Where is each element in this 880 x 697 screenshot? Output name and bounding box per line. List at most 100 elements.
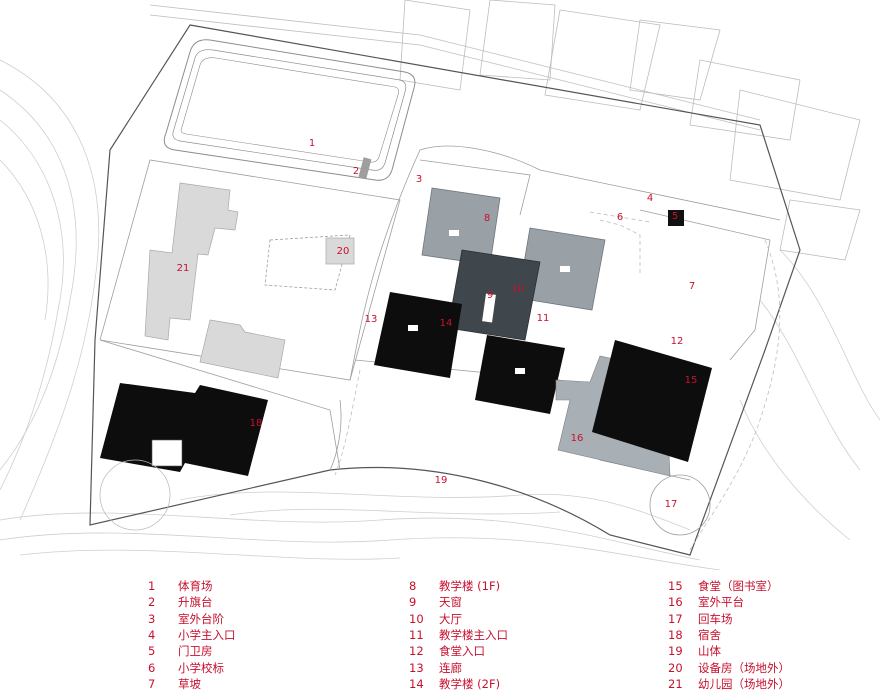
legend-item-17: 17 回车场 [668, 611, 733, 627]
gatehouse [668, 210, 684, 226]
legend-item-8: 8 教学楼 (1F) [409, 578, 500, 594]
equipment-room [325, 237, 355, 265]
dashed-paths [334, 211, 781, 551]
legend-item-20: 20 设备房（场地外） [668, 660, 790, 676]
legend-item-3: 3 室外台阶 [148, 611, 224, 627]
kindergarten-annex [199, 319, 286, 379]
legend-item-21: 21 幼儿园（场地外） [668, 676, 790, 692]
legend-item-7: 7 草坡 [148, 676, 201, 692]
legend-number: 2 [148, 595, 156, 610]
plan-label-13: 13 [365, 314, 378, 325]
legend-text: 食堂入口 [439, 644, 485, 659]
legend-item-13: 13 连廊 [409, 660, 462, 676]
legend-number: 13 [409, 660, 424, 675]
legend-item-9: 9 天窗 [409, 594, 462, 610]
plan-label-11: 11 [537, 313, 550, 324]
plan-label-15: 15 [685, 375, 698, 386]
legend-number: 16 [668, 595, 683, 610]
legend-text: 设备房（场地外） [698, 660, 790, 675]
legend-number: 11 [409, 627, 424, 642]
plan-label-19: 19 [435, 475, 448, 486]
plan-label-14: 14 [440, 318, 453, 329]
legend-text: 室外平台 [698, 595, 744, 610]
flag-platform [358, 157, 372, 179]
legend-item-11: 11 教学楼主入口 [409, 627, 508, 643]
legend-text: 教学楼主入口 [439, 627, 508, 642]
skylight [482, 293, 496, 323]
legend-number: 19 [668, 644, 683, 659]
legend-item-16: 16 室外平台 [668, 594, 744, 610]
teaching-building-2f-west [374, 292, 462, 378]
legend-number: 21 [668, 676, 683, 691]
teaching-building-2f-south [475, 335, 565, 414]
plan-label-10: 10 [512, 284, 525, 295]
legend-number: 10 [409, 611, 424, 626]
legend-item-10: 10 大厅 [409, 611, 462, 627]
plan-label-2: 2 [353, 166, 359, 177]
legend-number: 14 [409, 676, 424, 691]
legend-text: 大厅 [439, 611, 462, 626]
legend-number: 15 [668, 579, 683, 593]
legend-item-19: 19 山体 [668, 643, 721, 659]
legend-text: 山体 [698, 644, 721, 659]
plan-label-8: 8 [484, 213, 490, 224]
plan-label-20: 20 [337, 246, 350, 257]
kindergarten-building [144, 182, 239, 341]
plan-label-21: 21 [177, 263, 190, 274]
plan-label-3: 3 [416, 174, 422, 185]
plan-label-18: 18 [250, 418, 263, 429]
plan-label-9: 9 [487, 290, 493, 301]
plan-label-1: 1 [309, 138, 315, 149]
window-marks [408, 230, 570, 374]
legend-number: 12 [409, 644, 424, 659]
legend-text: 门卫房 [178, 644, 213, 659]
running-track [163, 39, 416, 181]
legend-text: 小学主入口 [178, 627, 236, 642]
legend-number: 5 [148, 644, 156, 659]
legend-text: 连廊 [439, 660, 462, 675]
plan-label-4: 4 [647, 193, 653, 204]
plan-label-6: 6 [617, 212, 623, 223]
plan-label-12: 12 [671, 336, 684, 347]
legend-text: 宿舍 [698, 627, 721, 642]
legend-number: 20 [668, 660, 683, 675]
contour-lines [0, 59, 880, 570]
legend-item-18: 18 宿舍 [668, 627, 721, 643]
dormitory-court [151, 439, 183, 467]
turnaround [649, 474, 711, 536]
legend-text: 天窗 [439, 595, 462, 610]
legend-text: 回车场 [698, 611, 733, 626]
legend-text: 升旗台 [178, 595, 213, 610]
dorm-plaza [99, 459, 171, 531]
legend-number: 17 [668, 611, 683, 626]
plan-label-17: 17 [665, 499, 678, 510]
legend-item-1: 1 体育场 [148, 578, 213, 594]
legend-number: 7 [148, 676, 156, 691]
legend-item-2: 2 升旗台 [148, 594, 213, 610]
legend-text: 教学楼 (2F) [439, 676, 501, 691]
legend-number: 3 [148, 611, 156, 626]
legend-item-12: 12 食堂入口 [409, 643, 485, 659]
legend-number: 1 [148, 579, 156, 593]
legend-item-5: 5 门卫房 [148, 643, 213, 659]
plan-label-16: 16 [571, 433, 584, 444]
canteen [592, 340, 712, 462]
legend-number: 18 [668, 627, 683, 642]
legend-text: 小学校标 [178, 660, 224, 675]
legend-number: 9 [409, 595, 417, 610]
legend-number: 8 [409, 579, 417, 593]
surrounding-buildings [149, 0, 861, 261]
legend-text: 教学楼 (1F) [439, 579, 501, 593]
legend-text: 幼儿园（场地外） [698, 676, 790, 691]
legend-item-14: 14 教学楼 (2F) [409, 676, 500, 692]
legend-text: 体育场 [178, 579, 213, 593]
plan-label-5: 5 [672, 211, 678, 222]
legend-text: 草坡 [178, 676, 201, 691]
legend-text: 室外台阶 [178, 611, 224, 626]
